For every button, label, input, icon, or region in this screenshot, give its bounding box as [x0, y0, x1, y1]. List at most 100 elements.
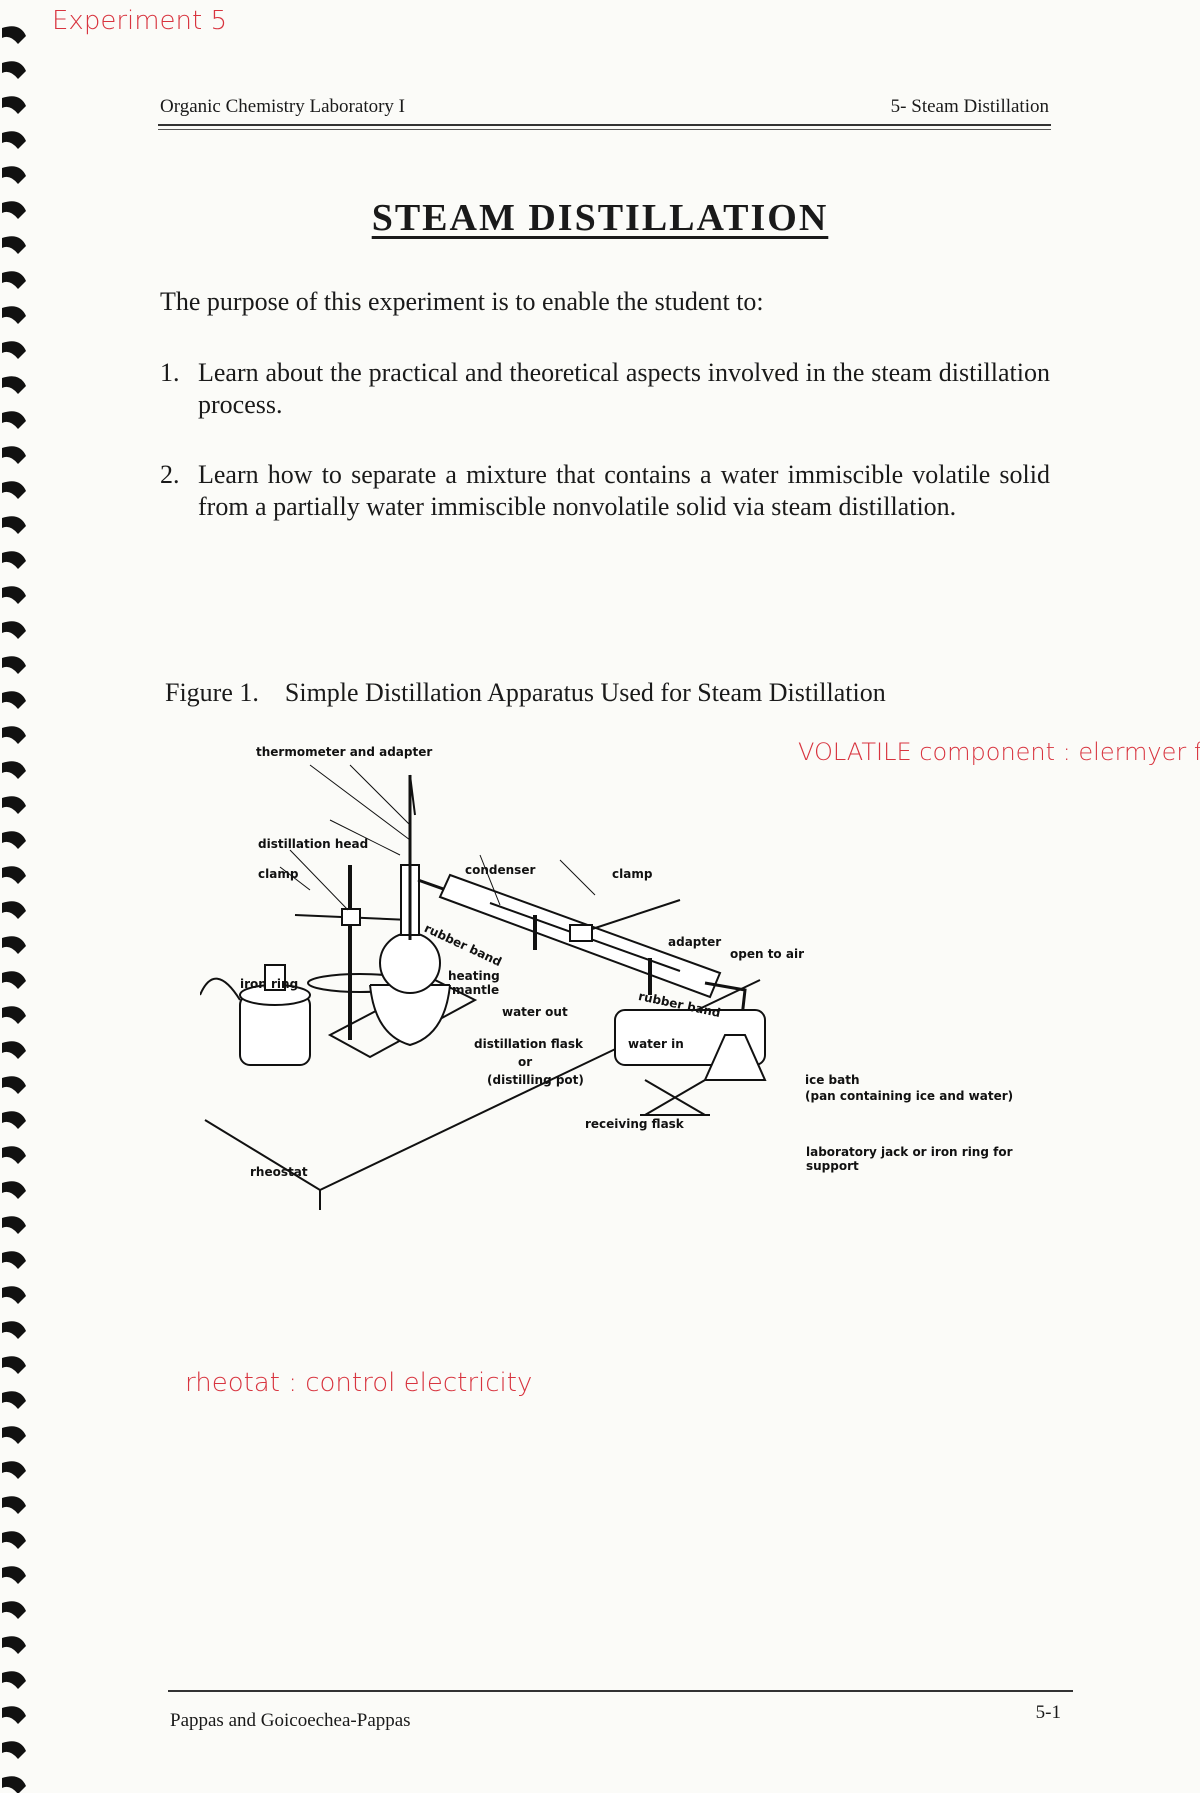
label-heating-2: mantle: [452, 983, 500, 997]
binding-coil: [2, 1076, 26, 1094]
lab-jack-shape: [640, 1079, 710, 1116]
spiral-binding: [2, 26, 26, 1793]
label-or: or: [518, 1055, 533, 1069]
binding-coil: [2, 1111, 26, 1129]
binding-coil: [2, 866, 26, 884]
binding-coil: [2, 481, 26, 499]
right-clamp-arm: [579, 899, 681, 934]
label-ice-bath-desc: (pan containing ice and water): [805, 1089, 1014, 1103]
thermometer-leader: [309, 764, 411, 841]
power-cord: [200, 977, 241, 1001]
binding-coil: [2, 1706, 26, 1724]
label-adapter: adapter: [668, 935, 722, 949]
label-clamp-right: clamp: [612, 867, 653, 881]
label-distillation-flask: distillation flask: [474, 1037, 583, 1051]
handwritten-volatile-note: VOLATILE component : elermyer flark: [798, 738, 1200, 766]
label-water-in: water in: [628, 1037, 684, 1051]
binding-coil: [2, 1391, 26, 1409]
binding-coil: [2, 1321, 26, 1339]
binding-coil: [2, 1461, 26, 1479]
binding-coil: [2, 1041, 26, 1059]
running-header: Organic Chemistry Laboratory I 5- Steam …: [158, 94, 1051, 130]
binding-coil: [2, 341, 26, 359]
label-iron-ring: iron ring: [240, 977, 299, 991]
label-water-out: water out: [502, 1005, 568, 1019]
binding-coil: [2, 1006, 26, 1024]
binding-coil: [2, 971, 26, 989]
handwritten-rheostat-note: rheotat : control electricity: [185, 1368, 533, 1398]
label-receiving-flask: receiving flask: [585, 1117, 684, 1131]
chapter-name: 5- Steam Distillation: [890, 96, 1049, 117]
binding-coil: [2, 831, 26, 849]
rheostat-leader: [279, 866, 311, 891]
figure-labels: thermometer and adapter distillation hea…: [200, 745, 1060, 1225]
binding-coil: [2, 1146, 26, 1164]
label-ice-bath: ice bath: [805, 1073, 860, 1087]
binding-coil: [2, 726, 26, 744]
authors: Pappas and Goicoechea-Pappas: [170, 1710, 411, 1731]
condenser-leader: [479, 854, 501, 906]
binding-coil: [2, 61, 26, 79]
binding-coil: [2, 411, 26, 429]
binding-coil: [2, 131, 26, 149]
binding-coil: [2, 1216, 26, 1234]
binding-coil: [2, 96, 26, 114]
heating-mantle-shape: [369, 984, 451, 1047]
label-rubber-band-right: rubber band: [637, 989, 722, 1021]
binding-coil: [2, 1356, 26, 1374]
binding-coil: [2, 1531, 26, 1549]
binding-coil: [2, 26, 26, 44]
figure-title: Simple Distillation Apparatus Used for S…: [284, 678, 886, 707]
binding-coil: [2, 1181, 26, 1199]
binding-coil: [2, 691, 26, 709]
label-distillation-head: distillation head: [258, 837, 369, 851]
binding-coil: [2, 166, 26, 184]
binding-coil: [2, 761, 26, 779]
label-rheostat: rheostat: [250, 1165, 308, 1179]
right-clamp-leader: [559, 859, 596, 896]
binding-coil: [2, 936, 26, 954]
right-clamp-jaw: [569, 924, 593, 942]
receiving-flask-shape: [703, 1034, 767, 1081]
binding-coil: [2, 621, 26, 639]
intro-paragraph: The purpose of this experiment is to ena…: [160, 287, 764, 316]
left-clamp-jaw: [341, 908, 361, 926]
clamp-leader: [289, 849, 349, 911]
binding-coil: [2, 1566, 26, 1584]
head-leader: [329, 819, 401, 856]
binding-coil: [2, 516, 26, 534]
binding-coil: [2, 551, 26, 569]
binding-coil: [2, 1286, 26, 1304]
label-lab-jack: laboratory jack or iron ring for support: [806, 1145, 1013, 1173]
figure-caption: Figure 1. Simple Distillation Apparatus U…: [165, 678, 886, 708]
rheostat-knob: [264, 964, 286, 991]
binding-coil: [2, 1251, 26, 1269]
label-condenser: condenser: [465, 863, 536, 877]
binding-coil: [2, 1601, 26, 1619]
binding-coil: [2, 796, 26, 814]
binding-coil: [2, 1636, 26, 1654]
binding-coil: [2, 901, 26, 919]
binding-coil: [2, 1671, 26, 1689]
figure-label: Figure 1.: [165, 678, 259, 707]
label-clamp-left: clamp: [258, 867, 299, 881]
page-title: STEAM DISTILLATION: [371, 197, 829, 239]
label-heating-1: heating: [448, 969, 500, 983]
handwritten-experiment-note: Experiment 5: [52, 6, 228, 36]
label-open-to-air: open to air: [730, 947, 804, 961]
list-item: 2. Learn how to separate a mixture that …: [160, 460, 1050, 521]
label-distilling-pot: (distilling pot): [487, 1073, 584, 1087]
binding-coil: [2, 1496, 26, 1514]
label-thermometer: thermometer and adapter: [256, 745, 433, 759]
thermometer-tip: [409, 774, 416, 816]
binding-coil: [2, 1776, 26, 1793]
binding-coil: [2, 376, 26, 394]
course-name: Organic Chemistry Laboratory I: [160, 96, 405, 117]
list-item: 1. Learn about the practical and theoret…: [160, 358, 1050, 419]
binding-coil: [2, 306, 26, 324]
distillation-apparatus-figure: thermometer and adapter distillation hea…: [200, 745, 1060, 1225]
apparatus-illustration: [200, 764, 767, 1210]
binding-coil: [2, 1741, 26, 1759]
running-footer: Pappas and Goicoechea-Pappas 5-1: [168, 1690, 1073, 1731]
